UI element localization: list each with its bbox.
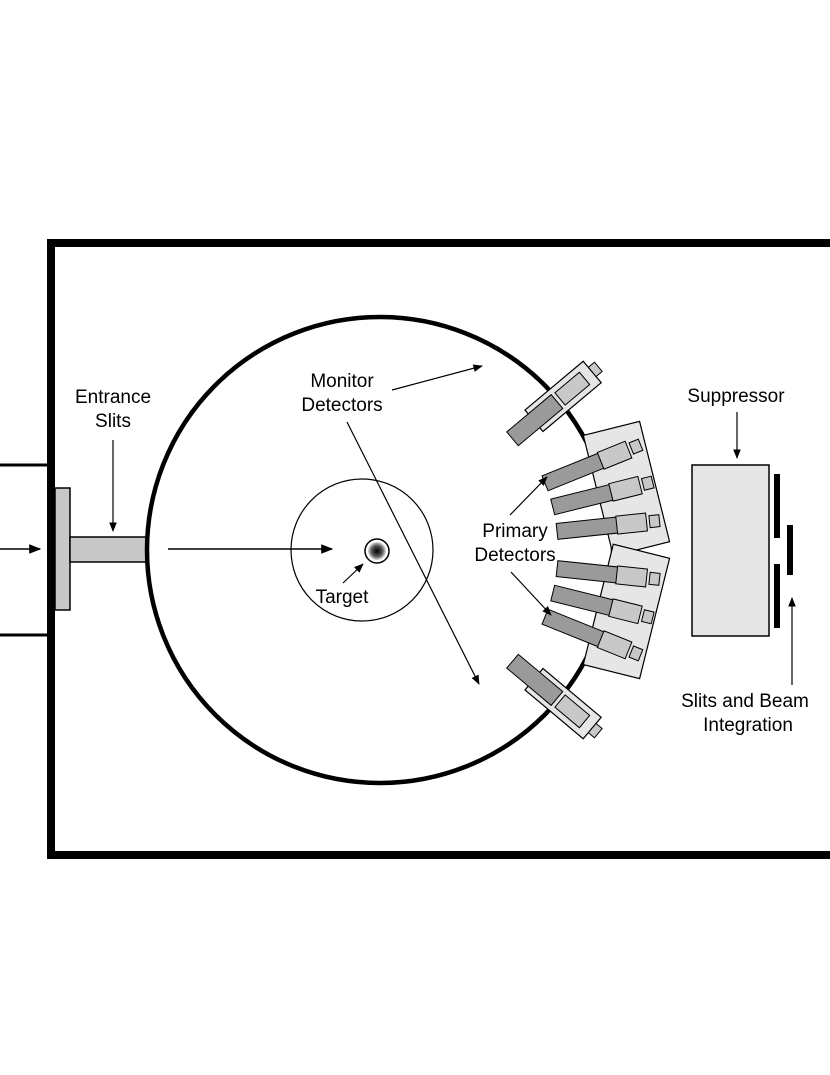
monitor-detector-crystal (554, 371, 591, 406)
primary-detector-connector (648, 514, 661, 529)
beam-flange (54, 487, 71, 611)
beam-integration-slits (774, 474, 793, 628)
primary-detector (541, 608, 644, 662)
monitor-detector (506, 360, 603, 447)
primary-detector (541, 438, 644, 492)
primary-detector-crystal (615, 512, 649, 535)
primary-detector (555, 512, 661, 540)
slits-beam-label-line2: Integration (703, 715, 793, 736)
primary-detector-crystal (596, 630, 633, 660)
primary-detector-connector (640, 609, 655, 625)
monitor-arrow-lower (346, 421, 480, 685)
primary-detector-connector (648, 571, 661, 586)
monitor-detector-crystal (554, 694, 591, 729)
target-label: Target (316, 587, 370, 608)
monitor-detector-body (506, 653, 564, 707)
slits-beam-label-line1: Slits and Beam (681, 691, 809, 712)
monitor-arrow-upper (391, 364, 483, 391)
primary-detector (555, 560, 661, 588)
primary-detector-connector (640, 475, 655, 491)
primary-detector-crystal (615, 565, 649, 588)
monitor-detector (506, 653, 603, 740)
monitor-detector-connector (587, 361, 603, 378)
primary-arrow-lower (510, 571, 552, 616)
primary-detector-connector (628, 438, 644, 455)
detector-array (506, 360, 671, 740)
primary-detector-connector (628, 645, 644, 662)
entrance-slits-label-line1: Entrance (75, 387, 151, 408)
monitor-detectors-label-line1: Monitor (310, 371, 374, 392)
target-circle (290, 478, 434, 622)
target-arrow (342, 563, 364, 584)
beam-pipe (0, 463, 47, 637)
outer-enclosure (47, 239, 830, 859)
primary-detector (550, 584, 655, 625)
monitor-detector-connector (587, 722, 603, 739)
target-marker (364, 538, 390, 564)
suppressor-box (691, 464, 770, 637)
monitor-detectors-label-line2: Detectors (301, 395, 382, 416)
suppressor-label: Suppressor (687, 386, 785, 407)
monitor-detector-body (506, 393, 564, 447)
primary-detector-crystal (608, 598, 643, 625)
entrance-slits-label-line2: Slits (95, 411, 131, 432)
entrance-slit-tube (69, 536, 147, 563)
primary-detector (550, 475, 655, 516)
primary-arrow-upper (509, 476, 548, 516)
primary-detectors-label-line1: Primary (482, 521, 548, 542)
primary-detector-crystal (608, 475, 643, 502)
primary-detector-crystal (596, 440, 633, 470)
primary-detectors-label-line2: Detectors (474, 545, 555, 566)
